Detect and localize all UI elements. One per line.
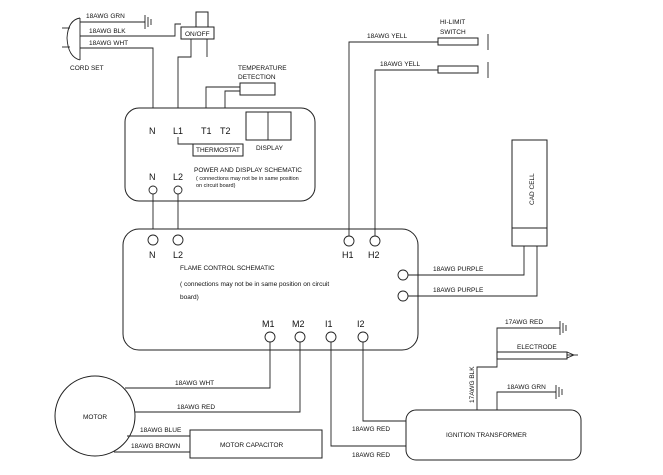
ignition-transformer [405, 409, 582, 461]
cord-wht-wire [80, 47, 154, 120]
flame-note-2: board) [180, 294, 199, 301]
terminal-h1-dot [343, 235, 355, 247]
hilimit-switch-lower [437, 65, 479, 74]
wire-label-motor-wht: 18AWG WHT [175, 380, 214, 387]
wire-label-motor-blue: 18AWG BLUE [140, 427, 182, 434]
motor-label: MOTOR [83, 414, 107, 421]
cad-cell-terminal-2 [397, 290, 409, 302]
flame-note-1: ( connections may not be in same positio… [180, 281, 329, 288]
wire-label-cord-grn: 18AWG GRN [86, 13, 125, 20]
hilimit-wire-1 [348, 41, 478, 236]
wire-label-motor-red: 18AWG RED [177, 404, 215, 411]
electrode [496, 351, 568, 360]
cord-blk-wire [80, 23, 181, 37]
wire-label-ign-red-1: 18AWG RED [352, 426, 390, 433]
transformer-blk-wire [476, 359, 498, 412]
wire-label-cord-wht: 18AWG WHT [89, 40, 128, 47]
temperature-sensor [239, 82, 276, 96]
wire-label-electrode-red: 17AWG RED [505, 319, 543, 326]
flame-control-board [122, 228, 419, 351]
terminal-l2-mid: L2 [173, 172, 183, 182]
temperature-label-2: DETECTION [238, 74, 276, 81]
flame-title: FLAME CONTROL SCHEMATIC [180, 265, 275, 272]
wire-label-purple-2: 18AWG PURPLE [433, 287, 484, 294]
ground-symbol-transformer [555, 385, 563, 399]
ground-symbol-electrode [559, 321, 567, 335]
ign-red-wire-2 [330, 342, 406, 447]
motor-red-wire [135, 342, 301, 413]
cord-set-plug [62, 17, 81, 61]
switch-to-l1-wire [177, 48, 192, 120]
terminal-n-mid-dot [148, 185, 158, 195]
terminal-m1-dot [264, 331, 276, 343]
terminal-m2: M2 [292, 319, 305, 329]
terminal-l2-bot: L2 [173, 250, 183, 260]
wire-label-purple-1: 18AWG PURPLE [433, 266, 484, 273]
switch-rocker [195, 11, 209, 28]
wire-label-hilimit-1: 18AWG YELL [367, 33, 407, 40]
terminal-m2-dot [294, 331, 306, 343]
terminal-m1: M1 [262, 319, 275, 329]
display-label: DISPLAY [256, 145, 284, 152]
terminal-n-mid: N [149, 172, 156, 182]
motor-capacitor-label: MOTOR CAPACITOR [220, 442, 284, 449]
motor [54, 375, 136, 457]
hilimit-label-2: SWITCH [440, 29, 466, 36]
ignition-transformer-label: IGNITION TRANSFORMER [446, 432, 527, 439]
motor-wht-wire [125, 342, 271, 389]
terminal-i2: I2 [357, 319, 365, 329]
terminal-l1: L1 [173, 126, 183, 136]
electrode-red-wire [496, 327, 560, 355]
purple-wire-1 [408, 246, 525, 276]
purple-wire-2 [408, 246, 538, 297]
ground-symbol-cord [144, 15, 152, 29]
terminal-h1: H1 [342, 250, 354, 260]
on-off-switch-label: ON/OFF [185, 31, 210, 38]
power-note-1: ( connections may not be in same positio… [196, 176, 299, 182]
terminal-i1-dot [325, 331, 337, 343]
terminal-n-bot-dot [147, 234, 159, 246]
power-title: POWER AND DISPLAY SCHEMATIC [194, 167, 302, 174]
power-note-2: on circuit board) [196, 183, 236, 189]
thermostat-label: THERMOSTAT [196, 147, 240, 154]
terminal-t1: T1 [201, 126, 212, 136]
terminal-h2-dot [369, 235, 381, 247]
terminal-t2: T2 [220, 126, 231, 136]
transformer-grn-wire [496, 391, 556, 412]
hilimit-label-1: HI-LIMIT [440, 19, 465, 26]
motor-capacitor [189, 429, 323, 459]
display-box [245, 111, 292, 141]
terminal-l2-bot-dot [172, 234, 184, 246]
terminal-l2-mid-dot [173, 185, 183, 195]
temperature-label-1: TEMPERATURE [238, 65, 287, 72]
terminal-i2-dot [357, 331, 369, 343]
terminal-h2: H2 [368, 250, 380, 260]
cad-cell-label: CAD CELL [529, 173, 536, 205]
terminal-n-bot: N [149, 250, 156, 260]
ign-red-wire-1 [362, 342, 406, 422]
terminal-n-top: N [149, 126, 156, 136]
electrode-tip [566, 351, 578, 359]
wire-label-transformer-grn: 18AWG GRN [507, 384, 546, 391]
wire-label-cord-blk: 18AWG BLK [89, 28, 126, 35]
cad-cell-terminal-1 [397, 269, 409, 281]
wire-label-ign-red-2: 18AWG RED [352, 452, 390, 459]
hilimit-switch-upper [437, 37, 479, 46]
electrode-label: ELECTRODE [517, 344, 557, 351]
thermostat-box [192, 143, 244, 157]
wire-label-hilimit-2: 18AWG YELL [380, 61, 420, 68]
wire-label-motor-brown: 18AWG BROWN [131, 443, 181, 450]
wire-label-transformer-blk: 17AWG BLK [469, 366, 476, 403]
cord-set-label: CORD SET [70, 65, 104, 72]
terminal-i1: I1 [325, 319, 333, 329]
hilimit-wire-2 [374, 69, 478, 236]
